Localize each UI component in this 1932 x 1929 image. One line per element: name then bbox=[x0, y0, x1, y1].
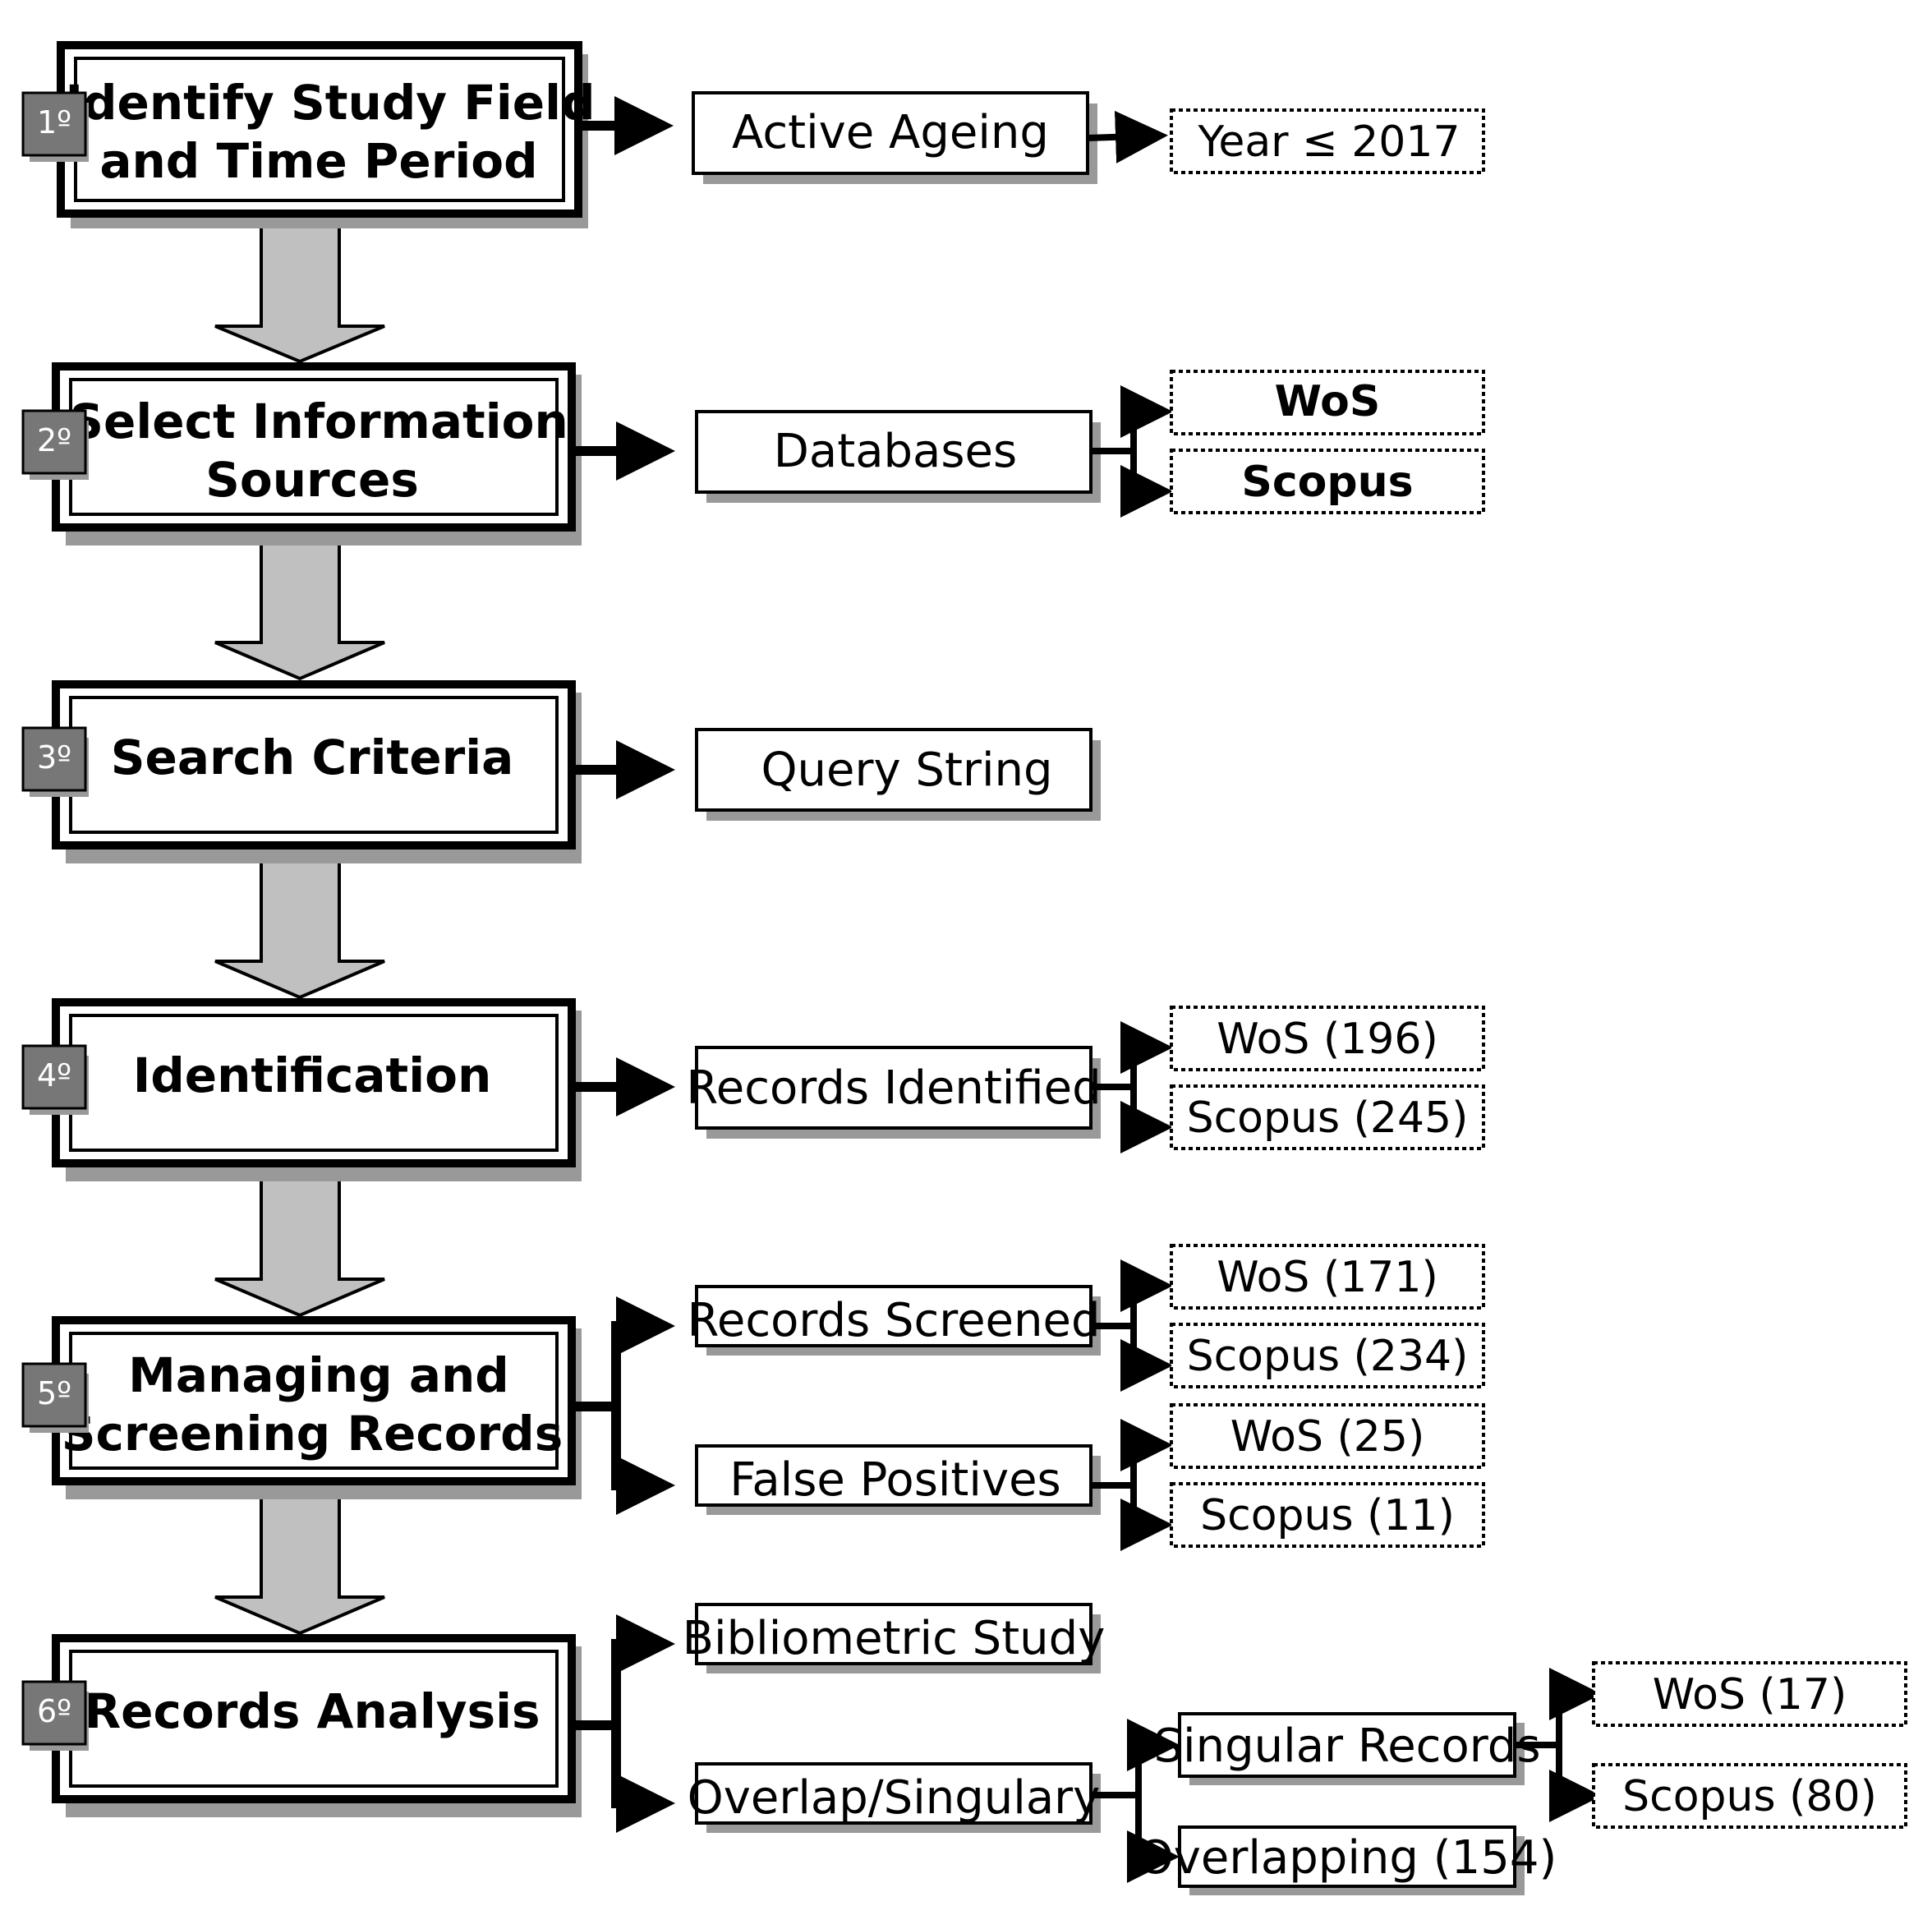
svg-text:Scopus (234): Scopus (234) bbox=[1187, 1332, 1469, 1381]
step-4-badge: 4º bbox=[37, 1057, 71, 1093]
step-3-badge: 3º bbox=[37, 739, 71, 776]
step-1: Identify Study Field and Time Period 1º bbox=[21, 41, 596, 228]
step-1-badge: 1º bbox=[37, 104, 71, 140]
node-query-string: Query String bbox=[695, 728, 1101, 821]
step-connectors bbox=[575, 96, 675, 1833]
svg-text:Active Ageing: Active Ageing bbox=[732, 106, 1049, 159]
step-2: Select Information Sources 2º bbox=[21, 362, 582, 546]
leaf-connectors bbox=[1087, 110, 1602, 1883]
node-records-screened: Records Screened bbox=[688, 1285, 1101, 1356]
down-arrow-1 bbox=[214, 214, 385, 364]
down-arrow-3 bbox=[214, 849, 385, 1000]
svg-text:Scopus: Scopus bbox=[1241, 458, 1413, 507]
svg-text:Databases: Databases bbox=[774, 425, 1017, 478]
svg-text:Year ≤ 2017: Year ≤ 2017 bbox=[1197, 117, 1460, 167]
step-3-line-1: Search Criteria bbox=[111, 730, 513, 785]
svg-text:WoS (196): WoS (196) bbox=[1217, 1015, 1438, 1064]
leaf-fp-scopus: Scopus (11) bbox=[1170, 1482, 1485, 1548]
node-false-positives: False Positives bbox=[695, 1444, 1101, 1515]
step-2-line-1: Select Information bbox=[69, 394, 568, 449]
leaf-id-scopus: Scopus (245) bbox=[1170, 1084, 1485, 1150]
down-arrow-5 bbox=[214, 1485, 385, 1636]
svg-text:False Positives: False Positives bbox=[729, 1453, 1060, 1507]
down-arrows bbox=[214, 214, 385, 1636]
leaf-db-scopus: Scopus bbox=[1170, 449, 1485, 514]
svg-text:Scopus (11): Scopus (11) bbox=[1200, 1491, 1455, 1540]
down-arrow-2 bbox=[214, 531, 385, 681]
step-5: Managing and Screening Records 5º bbox=[21, 1316, 582, 1499]
step-6-badge: 6º bbox=[37, 1693, 71, 1729]
svg-text:Overlap/Singulary: Overlap/Singulary bbox=[688, 1771, 1101, 1825]
step-2-badge: 2º bbox=[37, 422, 71, 458]
svg-text:WoS (171): WoS (171) bbox=[1217, 1253, 1438, 1302]
svg-text:Scopus (80): Scopus (80) bbox=[1622, 1772, 1877, 1821]
step-3: Search Criteria 3º bbox=[21, 680, 582, 863]
step-5-line-2: Screening Records bbox=[62, 1406, 563, 1462]
middle-nodes: Active Ageing Databases Query String Rec… bbox=[683, 91, 1557, 1895]
leaf-db-wos: WoS bbox=[1170, 370, 1485, 435]
down-arrow-4 bbox=[214, 1167, 385, 1318]
step-4: Identification 4º bbox=[21, 998, 582, 1181]
step-5-badge: 5º bbox=[37, 1375, 71, 1411]
svg-text:WoS (17): WoS (17) bbox=[1653, 1670, 1847, 1720]
leaf-year: Year ≤ 2017 bbox=[1170, 108, 1485, 174]
node-bibliometric-study: Bibliometric Study bbox=[683, 1603, 1106, 1673]
step-6: Records Analysis 6º bbox=[21, 1634, 582, 1817]
leaf-scr-scopus: Scopus (234) bbox=[1170, 1323, 1485, 1388]
node-active-ageing: Active Ageing bbox=[692, 91, 1097, 184]
svg-text:Bibliometric Study: Bibliometric Study bbox=[683, 1612, 1106, 1665]
node-databases: Databases bbox=[695, 410, 1101, 503]
svg-text:Singular Records: Singular Records bbox=[1154, 1720, 1541, 1773]
node-overlap-singulary: Overlap/Singulary bbox=[688, 1762, 1101, 1833]
svg-text:WoS: WoS bbox=[1275, 377, 1381, 426]
svg-text:WoS (25): WoS (25) bbox=[1230, 1412, 1424, 1462]
node-overlapping: Overlapping (154) bbox=[1138, 1825, 1557, 1895]
leaf-id-wos: WoS (196) bbox=[1170, 1006, 1485, 1071]
step-1-line-2: and Time Period bbox=[99, 133, 537, 189]
node-singular-records: Singular Records bbox=[1154, 1712, 1541, 1785]
svg-text:Overlapping (154): Overlapping (154) bbox=[1138, 1831, 1557, 1885]
step-5-line-1: Managing and bbox=[128, 1347, 509, 1403]
leaf-boxes: Year ≤ 2017 WoS Scopus WoS (196) Scopus … bbox=[1170, 108, 1907, 1829]
step-2-line-2: Sources bbox=[205, 452, 419, 508]
step-6-line-1: Records Analysis bbox=[85, 1683, 540, 1739]
node-records-identified: Records Identified bbox=[686, 1046, 1102, 1139]
svg-text:Query String: Query String bbox=[761, 744, 1052, 797]
leaf-fp-wos: WoS (25) bbox=[1170, 1403, 1485, 1469]
leaf-scr-wos: WoS (171) bbox=[1170, 1244, 1485, 1310]
svg-text:Records Identified: Records Identified bbox=[686, 1061, 1101, 1115]
svg-text:Records Screened: Records Screened bbox=[688, 1294, 1101, 1347]
leaf-sing-wos: WoS (17) bbox=[1592, 1661, 1907, 1727]
step-4-line-1: Identification bbox=[133, 1047, 492, 1103]
step-1-line-1: Identify Study Field bbox=[65, 75, 595, 131]
svg-text:Scopus (245): Scopus (245) bbox=[1187, 1093, 1469, 1143]
leaf-sing-scopus: Scopus (80) bbox=[1592, 1763, 1907, 1829]
